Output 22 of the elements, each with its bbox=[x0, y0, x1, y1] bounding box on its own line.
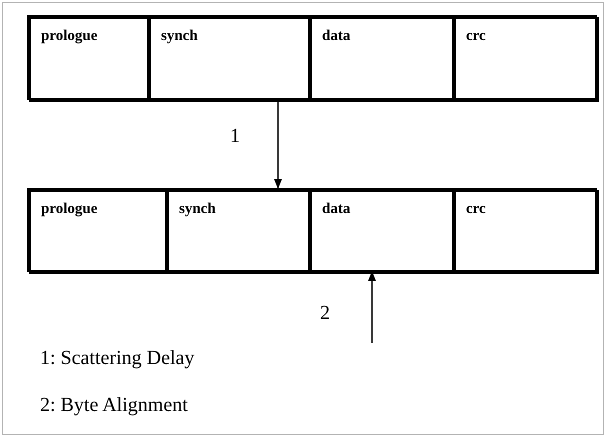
field-cell bbox=[454, 17, 599, 102]
cell-label: crc bbox=[466, 27, 486, 46]
cell-label: synch bbox=[179, 200, 216, 219]
legend-note: 2: Byte Alignment bbox=[40, 395, 188, 415]
field-cell bbox=[454, 190, 599, 274]
field-cell bbox=[29, 17, 149, 102]
cell-label: data bbox=[322, 200, 350, 219]
cell-label: synch bbox=[161, 27, 198, 46]
field-cell bbox=[149, 17, 310, 102]
field-cell bbox=[310, 190, 454, 274]
legend-note: 1: Scattering Delay bbox=[40, 348, 194, 368]
field-cell bbox=[29, 190, 167, 274]
frame-box bbox=[27, 188, 597, 272]
field-cell bbox=[167, 190, 310, 274]
frame-box bbox=[27, 15, 597, 100]
arrow bbox=[368, 271, 376, 343]
cell-label: data bbox=[322, 27, 350, 46]
cell-label: prologue bbox=[41, 27, 98, 46]
cell-label: prologue bbox=[41, 200, 98, 219]
cell-label: crc bbox=[466, 200, 486, 219]
arrow bbox=[274, 100, 282, 189]
field-cell bbox=[310, 17, 454, 102]
